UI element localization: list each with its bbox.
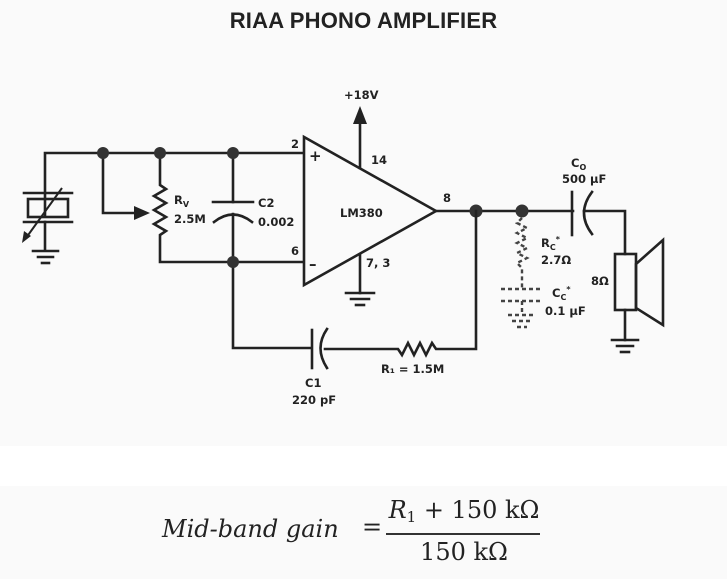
c1-value: 220 pF [292, 393, 336, 407]
rc-value: 2.7Ω [541, 253, 571, 267]
junction-dot [97, 147, 109, 159]
c1-label: C1 [305, 376, 321, 390]
rc-resistor-optional [514, 217, 530, 289]
cc-label: CC* [552, 285, 571, 302]
pin-7-3-label: 7, 3 [366, 256, 390, 270]
numerator-rest: + 150 kΩ [416, 496, 540, 524]
co-value: 500 µF [562, 172, 606, 186]
co-label: CO [571, 156, 586, 172]
schematic-panel: RIAA PHONO AMPLIFIER RV 2.5M C2 [22, 8, 665, 407]
ground-icon-dashed [508, 313, 536, 329]
ground-icon [344, 291, 376, 307]
numerator-variable: R [388, 496, 407, 524]
wiper-arrow-icon [134, 206, 150, 220]
pin-2-label: 2 [291, 137, 299, 151]
potentiometer-rv [151, 151, 304, 264]
plus-sign: + [309, 147, 322, 165]
pin-6-label: 6 [291, 244, 299, 258]
speaker-top-wire [582, 209, 627, 256]
rv-label: RV [174, 193, 190, 209]
diagram-title: RIAA PHONO AMPLIFIER [229, 8, 498, 33]
formula-numerator: R1 + 150 kΩ [387, 496, 541, 526]
c2-label: C2 [258, 196, 274, 210]
circuit-schematic: RV 2.5M C2 0.002 2 6 + – LM380 +18V 14 7… [22, 88, 665, 407]
input-top-wire [43, 151, 304, 217]
speaker-value: 8Ω [591, 274, 609, 288]
lm380-amplifier [302, 134, 439, 288]
wiper-wire [101, 151, 137, 215]
formula-denominator: 150 kΩ [420, 538, 508, 566]
r1-label: R₁ = 1.5M [381, 362, 444, 376]
junction-dot [515, 204, 529, 218]
pin-8-label: 8 [443, 191, 451, 205]
formula-equals: = [362, 513, 383, 541]
ground-icon [31, 249, 60, 265]
c2-value: 0.002 [258, 215, 294, 229]
junction-dot [154, 147, 166, 159]
co-curved-plate [582, 190, 594, 236]
rv-value: 2.5M [174, 212, 206, 226]
numerator-subscript: 1 [406, 508, 417, 526]
minus-sign: – [309, 255, 317, 273]
rc-label: RC* [541, 235, 561, 252]
phono-cartridge-symbol [22, 187, 74, 252]
ground-icon [610, 338, 640, 354]
feedback-wire-r1 [323, 209, 478, 358]
junction-dot [227, 256, 239, 268]
pin-14-label: 14 [371, 153, 387, 167]
supply-label: +18V [344, 88, 379, 102]
c2-bottom-wire [231, 212, 312, 350]
fraction-bar [386, 533, 540, 535]
c1-curved-plate [319, 327, 329, 370]
speaker-icon [613, 237, 665, 328]
gain-formula: Mid-band gain = R1 + 150 kΩ 150 kΩ [0, 486, 727, 579]
junction-dot [227, 147, 239, 159]
cc-value: 0.1 µF [545, 304, 586, 318]
ic-name: LM380 [340, 206, 383, 220]
supply-arrow-icon [353, 106, 367, 124]
formula-lhs: Mid-band gain [162, 515, 339, 543]
